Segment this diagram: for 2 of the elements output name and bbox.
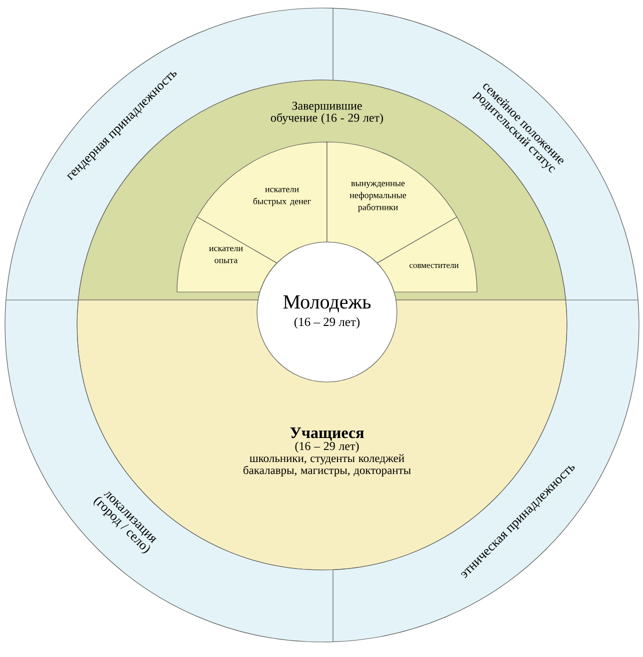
sector: совместители: [376, 216, 478, 292]
sector: искатели опыта: [176, 216, 278, 292]
